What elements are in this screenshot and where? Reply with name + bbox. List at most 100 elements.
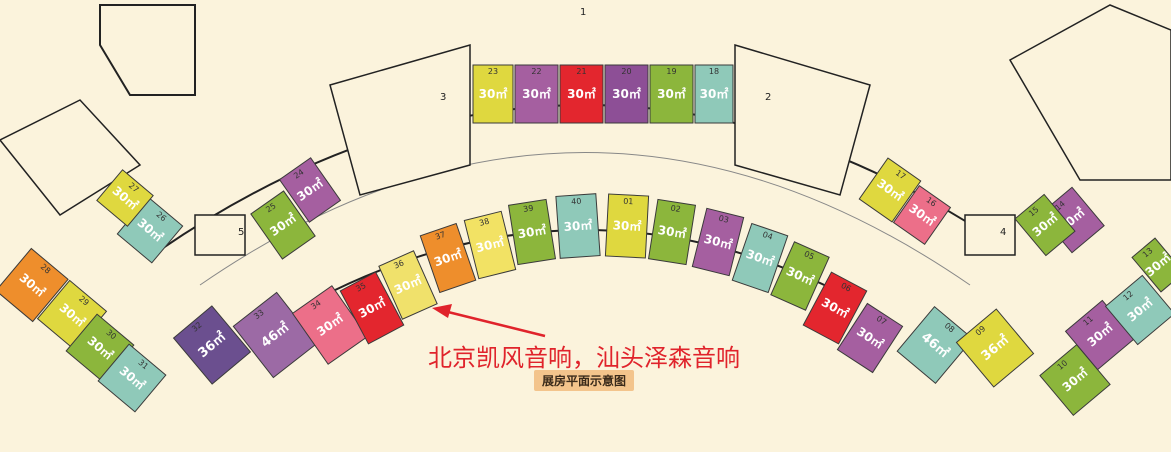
unit-37-number: 37 bbox=[434, 230, 447, 242]
unit-21-size: 30㎡ bbox=[567, 86, 596, 101]
unit-06-number: 06 bbox=[839, 281, 852, 294]
unit-04-number: 04 bbox=[761, 230, 774, 242]
unit-19-room bbox=[649, 64, 694, 124]
unit-34-room bbox=[291, 285, 369, 365]
unit-02-number: 02 bbox=[670, 204, 681, 214]
stair-label-5: 5 bbox=[238, 227, 244, 238]
unit-38-number: 38 bbox=[478, 217, 490, 228]
stair-label-3: 3 bbox=[440, 92, 446, 103]
unit-27-room bbox=[96, 169, 154, 227]
unit-06-room bbox=[802, 271, 868, 345]
unit-04-room bbox=[731, 222, 789, 294]
unit-03-size: 30㎡ bbox=[702, 231, 733, 252]
unit-01-size: 30㎡ bbox=[612, 217, 641, 233]
unit-36-room bbox=[378, 250, 438, 320]
unit-20-room bbox=[604, 64, 649, 124]
pointer-arrow bbox=[432, 304, 546, 338]
unit-09-room bbox=[955, 308, 1035, 388]
unit-18-number: 18 bbox=[709, 67, 719, 76]
unit-23-size: 30㎡ bbox=[479, 86, 508, 101]
unit-25-room bbox=[250, 190, 316, 260]
units-layer: 30㎡2230㎡2130㎡2030㎡1930㎡1830㎡2330㎡2530㎡26… bbox=[0, 64, 1171, 417]
unit-01: 30㎡ 01 bbox=[604, 193, 650, 259]
unit-40-number: 40 bbox=[571, 197, 582, 207]
unit-39-number: 39 bbox=[523, 204, 534, 214]
unit-01-number: 01 bbox=[623, 197, 634, 207]
unit-23-number: 23 bbox=[488, 67, 498, 76]
unit-38: 30㎡ 38 bbox=[463, 210, 517, 280]
unit-37-room bbox=[419, 222, 477, 294]
unit-39: 30㎡ 39 bbox=[507, 198, 557, 266]
unit-22-number: 22 bbox=[531, 67, 541, 76]
unit-22-size: 30㎡ bbox=[522, 86, 551, 101]
unit-03-room bbox=[691, 207, 745, 277]
unit-19: 30㎡ 19 bbox=[649, 64, 694, 124]
unit-39-room bbox=[507, 198, 557, 266]
unit-28-room bbox=[0, 247, 69, 323]
unit-08-room bbox=[896, 306, 974, 384]
unit-21-number: 21 bbox=[576, 67, 586, 76]
stair-label-4: 4 bbox=[1000, 227, 1006, 238]
unit-18-size: 30㎡ bbox=[700, 86, 729, 101]
unit-15-room bbox=[1014, 193, 1076, 257]
stair-label-2: 2 bbox=[765, 92, 771, 103]
unit-07-room bbox=[836, 302, 904, 374]
unit-20-size: 30㎡ bbox=[612, 86, 641, 101]
unit-20-number: 20 bbox=[621, 67, 631, 76]
unit-18-room bbox=[694, 64, 734, 124]
unit-32-room bbox=[172, 305, 252, 385]
unit-22: 30㎡ 22 bbox=[514, 64, 559, 124]
unit-23: 30㎡ 23 bbox=[472, 64, 514, 124]
unit-22-room bbox=[514, 64, 559, 124]
unit-02-room bbox=[647, 198, 697, 266]
unit-40-room bbox=[555, 193, 601, 259]
unit-05-number: 05 bbox=[803, 249, 816, 261]
unit-38-size: 30㎡ bbox=[474, 234, 505, 255]
unit-12-room bbox=[1104, 274, 1171, 346]
unit-01-room bbox=[604, 193, 650, 259]
unit-36-number: 36 bbox=[392, 258, 405, 270]
unit-05-room bbox=[770, 241, 830, 311]
unit-35-room bbox=[339, 271, 405, 345]
unit-31-room bbox=[97, 343, 167, 413]
unit-03-number: 03 bbox=[718, 214, 730, 225]
annotation-text: 北京凯风音响，汕头泽森音响 bbox=[428, 344, 740, 372]
unit-39-size: 30㎡ bbox=[517, 222, 548, 241]
unit-20: 30㎡ 20 bbox=[604, 64, 649, 124]
unit-19-number: 19 bbox=[666, 67, 676, 76]
unit-21: 30㎡ 21 bbox=[559, 64, 604, 124]
unit-21-room bbox=[559, 64, 604, 124]
unit-18: 30㎡ 18 bbox=[694, 64, 734, 124]
unit-24-room bbox=[278, 157, 342, 223]
unit-17-room bbox=[858, 157, 922, 223]
unit-19-size: 30㎡ bbox=[657, 86, 686, 101]
